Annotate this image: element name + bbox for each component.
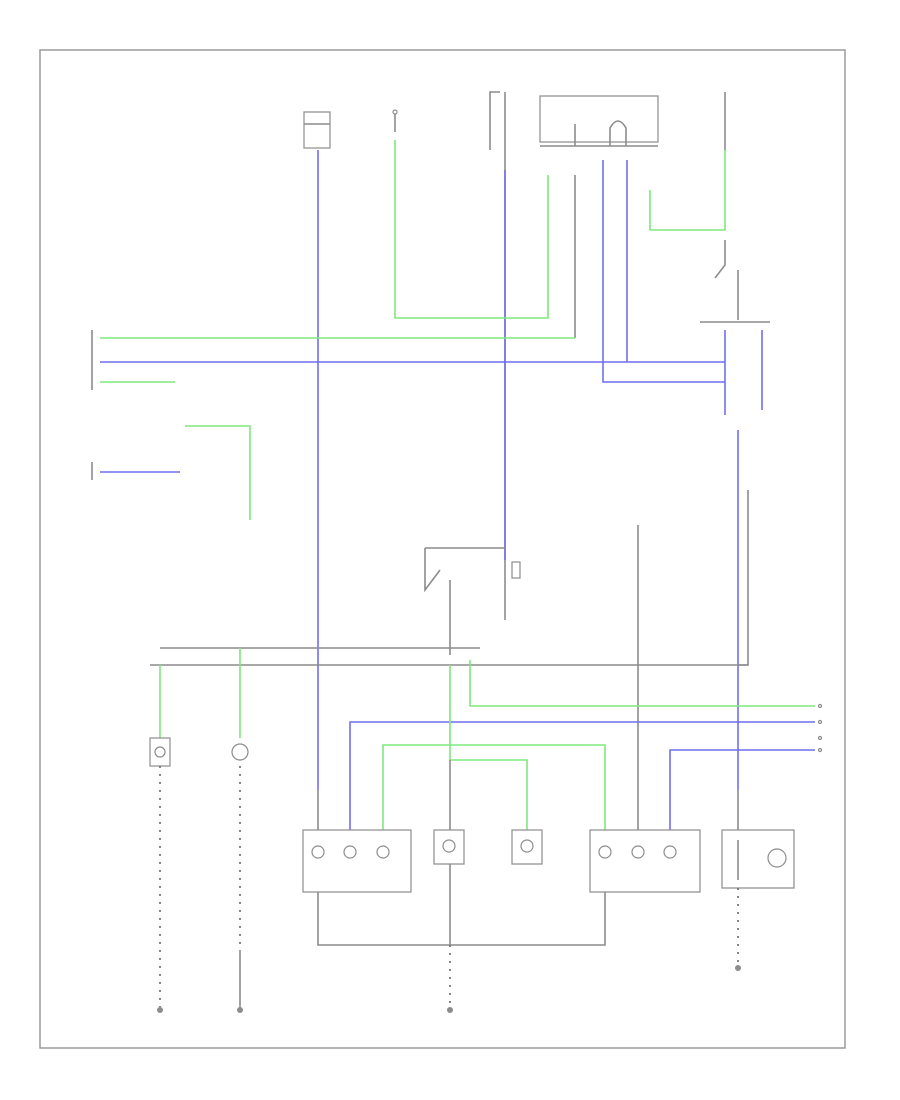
center-switch: [424, 547, 521, 655]
wire-blue-harness-right-1: [349, 721, 815, 830]
lamp-left-front-2: [231, 743, 249, 761]
wire-black-right-branch: [738, 490, 749, 666]
terminal-right-4: [817, 747, 823, 753]
wire-green-right: [649, 150, 726, 231]
wire-green-left-4: [185, 425, 251, 520]
relay-box-top: [539, 95, 659, 147]
terminal-right-1: [817, 703, 823, 709]
wire-green-loop: [394, 140, 549, 319]
lamp-left-front: [149, 737, 171, 767]
wire-blue-harness-right-2: [669, 749, 815, 830]
ground-point-right: [735, 965, 741, 971]
lamp-high-mount-stop: [721, 829, 795, 889]
lamp-assembly-right-rear: [589, 829, 701, 893]
switch-right: [714, 240, 726, 279]
ground-point-center: [447, 1007, 453, 1013]
ground-point-left: [157, 1007, 163, 1013]
lamp-license-right: [511, 829, 543, 865]
fuse-top-center: [392, 109, 398, 132]
wire-green-loop-lower: [382, 744, 606, 830]
wire-green-lamp-feed: [449, 665, 528, 830]
terminal-right-2: [817, 719, 823, 725]
ground-loop-lower: [317, 892, 606, 946]
ground-point-mid: [237, 1007, 243, 1013]
terminal-right-3: [817, 735, 823, 741]
wire-blue-relay-a: [602, 160, 725, 383]
lamp-assembly-left-rear: [302, 829, 412, 893]
fuse-bracket-top-left: [489, 91, 506, 165]
diagram-border: [39, 49, 846, 1049]
lamp-license-left: [433, 829, 465, 865]
wire-green-harness-right: [469, 660, 815, 707]
fuse-block-top-left: [303, 111, 331, 149]
